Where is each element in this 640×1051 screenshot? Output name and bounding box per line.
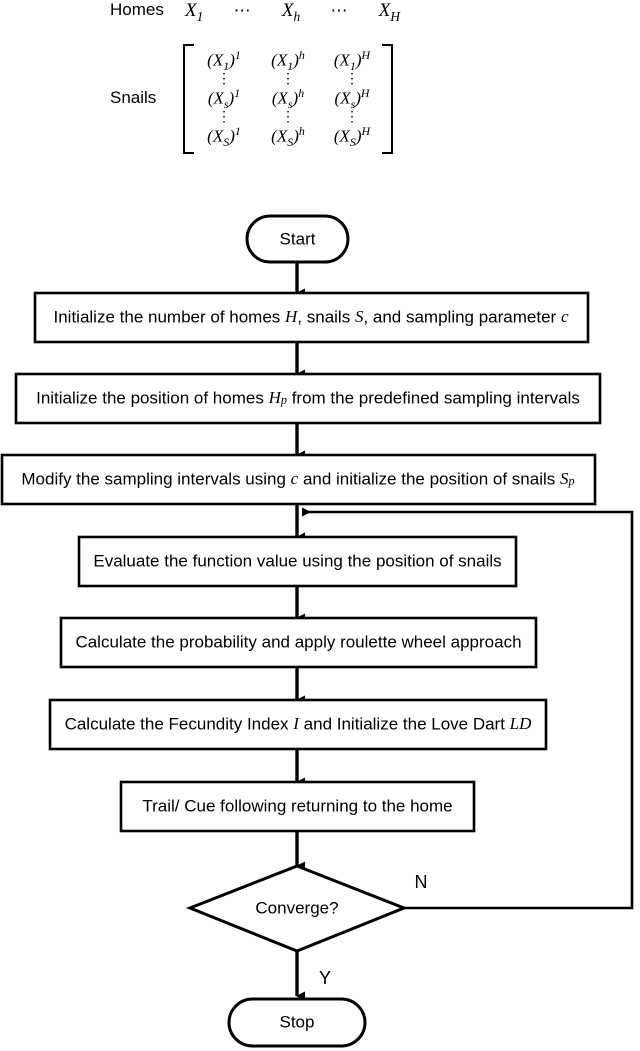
vdots-c: ⋮ [345, 72, 359, 88]
homes-entry-H: XH [378, 0, 400, 24]
node-decision-label: Converge? [255, 898, 338, 917]
node-step4-label: Evaluate the function value using the po… [93, 551, 501, 570]
matrix-cell-3-2: (XS)h [271, 123, 305, 149]
matrix-bracket-right [382, 44, 393, 154]
matrix-cell-1-3: (X1)H [333, 48, 371, 74]
node-step5-label: Calculate the probability and apply roul… [75, 632, 521, 651]
homes-ellipsis-1: ⋯ [233, 1, 252, 20]
matrix-header-block: Homes X1 ⋯ Xh ⋯ XH Snails (X1)1 (X1)h (X… [0, 0, 640, 175]
node-step2-label: Initialize the position of homes Hp from… [36, 388, 580, 408]
matrix-row-2: (Xs)1 (Xs)h (Xs)H [200, 86, 376, 112]
node-start[interactable] [245, 214, 350, 264]
vdots-d: ⋮ [217, 109, 231, 125]
node-step2[interactable] [14, 372, 602, 425]
node-step7-label: Trail/ Cue following returning to the ho… [142, 796, 452, 815]
node-step1-label: Initialize the number of homes H, snails… [54, 307, 569, 327]
node-step5[interactable] [59, 616, 538, 669]
node-step1[interactable] [33, 291, 590, 344]
matrix-cell-3-3: (XS)H [333, 123, 371, 149]
node-step4[interactable] [77, 535, 518, 588]
node-step6[interactable] [48, 698, 548, 751]
matrix-vdots-1: ⋮ ⋮ ⋮ [200, 72, 376, 88]
matrix-cell-2-1: (Xs)1 [207, 85, 241, 111]
node-start-label: Start [280, 229, 316, 248]
matrix-body: (X1)1 (X1)h (X1)H ⋮ ⋮ ⋮ (Xs)1 (Xs)h (Xs)… [194, 44, 382, 154]
matrix-cell-2-2: (Xs)h [271, 85, 305, 111]
homes-row-label: Homes [110, 0, 164, 19]
homes-vector: X1 ⋯ Xh ⋯ XH [185, 0, 400, 25]
matrix-cell-2-3: (Xs)H [334, 85, 370, 111]
node-step6-label: Calculate the Fecundity Index I and Init… [65, 714, 533, 734]
node-stop-label: Stop [280, 1012, 315, 1031]
vdots-f: ⋮ [345, 109, 359, 125]
homes-entry-1: X1 [185, 0, 204, 24]
snails-row-label: Snails [110, 88, 157, 107]
node-stop[interactable] [227, 997, 367, 1048]
branch-label-no: N [415, 872, 428, 892]
matrix-cell-3-1: (XS)1 [207, 123, 241, 149]
node-step3[interactable] [0, 453, 597, 506]
branch-label-yes: Y [319, 968, 331, 988]
vdots-b: ⋮ [281, 72, 295, 88]
matrix-vdots-2: ⋮ ⋮ ⋮ [200, 109, 376, 125]
connector-decision-no-feedback-loop [302, 507, 634, 910]
vdots-a: ⋮ [217, 72, 231, 88]
vdots-e: ⋮ [281, 109, 295, 125]
homes-ellipsis-2: ⋯ [330, 1, 349, 20]
matrix-row-3: (XS)1 (XS)h (XS)H [200, 124, 376, 150]
snails-matrix: (X1)1 (X1)h (X1)H ⋮ ⋮ ⋮ (Xs)1 (Xs)h (Xs)… [183, 44, 393, 154]
node-decision-converge[interactable] [185, 864, 409, 953]
matrix-cell-1-2: (X1)h [271, 48, 305, 74]
node-step7[interactable] [119, 780, 476, 833]
node-step3-label: Modify the sampling intervals using c an… [21, 469, 574, 489]
matrix-row-1: (X1)1 (X1)h (X1)H [200, 48, 376, 74]
matrix-cell-1-1: (X1)1 [207, 48, 241, 74]
homes-entry-h: Xh [281, 0, 301, 24]
matrix-bracket-left [183, 44, 194, 154]
